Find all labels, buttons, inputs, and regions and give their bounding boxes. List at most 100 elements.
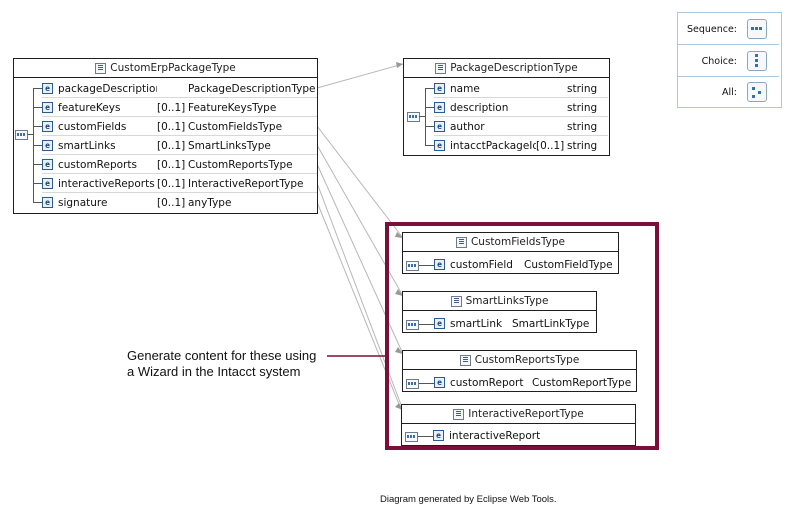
tree-line bbox=[425, 88, 434, 89]
element-name: customReport bbox=[450, 376, 524, 389]
tree-line bbox=[425, 107, 434, 108]
footer-caption: Diagram generated by Eclipse Web Tools. bbox=[380, 494, 557, 505]
element-icon: e bbox=[42, 159, 53, 170]
sequence-icon bbox=[15, 130, 28, 140]
row-separator bbox=[434, 97, 608, 98]
complex-type-icon bbox=[453, 408, 465, 420]
custom-reports-title: CustomReportsType bbox=[474, 354, 580, 366]
element-icon: e bbox=[434, 377, 445, 388]
element-icon: e bbox=[434, 140, 445, 151]
element-type: PackageDescriptionType bbox=[188, 82, 316, 95]
element-type: string bbox=[567, 120, 598, 133]
package-desc-header: PackageDescriptionType bbox=[404, 59, 609, 78]
element-type: string bbox=[567, 101, 598, 114]
sequence-icon bbox=[407, 112, 420, 122]
tree-line bbox=[33, 183, 42, 184]
element-type: FeatureKeysType bbox=[188, 101, 277, 114]
element-name: interactiveReports bbox=[58, 177, 155, 190]
element-type: CustomFieldsType bbox=[188, 120, 283, 133]
tree-line bbox=[425, 88, 426, 145]
choice-icon bbox=[747, 51, 767, 71]
legend-choice: Choice: bbox=[678, 45, 779, 76]
element-name: signature bbox=[58, 196, 108, 209]
tree-line bbox=[419, 324, 434, 325]
smart-links-header: SmartLinksType bbox=[403, 292, 596, 311]
wizard-highlight-frame bbox=[385, 222, 659, 450]
element-name: packageDescription bbox=[58, 82, 157, 95]
element-icon: e bbox=[42, 197, 53, 208]
tree-line bbox=[419, 116, 425, 117]
interactive-report-title: InteractiveReportType bbox=[468, 408, 584, 420]
element-name: intacctPackageId bbox=[450, 139, 536, 152]
element-icon: e bbox=[42, 83, 53, 94]
row-separator bbox=[42, 192, 317, 193]
tree-line bbox=[419, 383, 434, 384]
package-desc-title: PackageDescriptionType bbox=[450, 62, 578, 74]
erp-element-row: e packageDescription PackageDescriptionTyp… bbox=[42, 79, 315, 98]
custom-report-row: e customReport CustomReportType bbox=[434, 373, 631, 392]
element-name: description bbox=[450, 101, 509, 114]
complex-type-icon bbox=[450, 295, 462, 307]
legend-all-label: All: bbox=[722, 87, 737, 98]
sequence-icon bbox=[747, 19, 767, 39]
erp-element-row: e interactiveReports[0..1]InteractiveRepo… bbox=[42, 174, 304, 193]
element-name: customField bbox=[450, 258, 513, 271]
element-type: CustomReportsType bbox=[188, 158, 293, 171]
element-name: author bbox=[450, 120, 485, 133]
tree-line bbox=[425, 126, 434, 127]
legend-sequence: Sequence: bbox=[678, 13, 779, 44]
sequence-icon bbox=[406, 379, 419, 389]
tree-line bbox=[419, 265, 434, 266]
row-separator bbox=[42, 135, 317, 136]
custom-reports-type-box: CustomReportsType e customReport CustomR… bbox=[402, 350, 637, 392]
element-type: anyType bbox=[188, 196, 232, 209]
element-icon: e bbox=[42, 178, 53, 189]
element-name: customFields bbox=[58, 120, 127, 133]
element-type: SmartLinksType bbox=[188, 139, 271, 152]
complex-type-icon bbox=[455, 236, 467, 248]
smart-links-title: SmartLinksType bbox=[465, 295, 549, 307]
row-separator bbox=[42, 173, 317, 174]
custom-fields-header: CustomFieldsType bbox=[403, 233, 618, 252]
row-separator bbox=[434, 135, 608, 136]
row-separator bbox=[434, 116, 608, 117]
complex-type-icon bbox=[95, 62, 107, 74]
element-multiplicity: [0..1] bbox=[157, 120, 186, 133]
element-name: featureKeys bbox=[58, 101, 121, 114]
smart-links-type-box: SmartLinksType e smartLink SmartLinkType bbox=[402, 291, 597, 333]
row-separator bbox=[42, 116, 317, 117]
interactive-report-header: InteractiveReportType bbox=[402, 405, 635, 424]
element-icon: e bbox=[433, 430, 444, 441]
element-multiplicity: [0..1] bbox=[157, 101, 186, 114]
legend-all: All: bbox=[678, 76, 779, 107]
element-name: interactiveReport bbox=[449, 429, 541, 442]
element-name: smartLinks bbox=[58, 139, 116, 152]
tree-line bbox=[33, 164, 42, 165]
element-type: InteractiveReportType bbox=[188, 177, 304, 190]
element-icon: e bbox=[434, 318, 445, 329]
element-icon: e bbox=[434, 259, 445, 270]
row-separator bbox=[42, 154, 317, 155]
element-multiplicity: [0..1] bbox=[157, 177, 186, 190]
tree-line bbox=[418, 436, 433, 437]
element-type: string bbox=[567, 82, 598, 95]
element-icon: e bbox=[434, 102, 445, 113]
element-type: SmartLinkType bbox=[512, 317, 590, 330]
all-icon bbox=[747, 82, 767, 102]
element-multiplicity: [0..1] bbox=[157, 139, 186, 152]
smart-link-row: e smartLink SmartLinkType bbox=[434, 314, 589, 333]
element-icon: e bbox=[434, 83, 445, 94]
complex-type-icon bbox=[435, 62, 447, 74]
package-desc-element-row: e description string bbox=[434, 98, 597, 117]
legend-sequence-label: Sequence: bbox=[686, 24, 737, 35]
sequence-icon bbox=[406, 320, 419, 330]
element-type: string bbox=[567, 139, 598, 152]
tree-line bbox=[33, 88, 42, 89]
element-name: customReports bbox=[58, 158, 137, 171]
